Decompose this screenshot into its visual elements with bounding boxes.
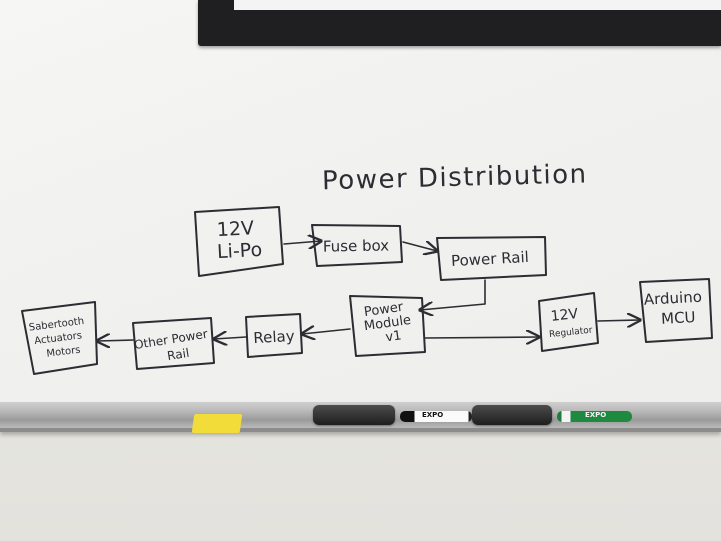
svg-text:Sabertooth Actuators: Sabertooth Actuators Motors — [28, 316, 91, 362]
node-fusebox: Fuse box — [311, 224, 403, 267]
whiteboard — [0, 0, 721, 405]
arrow-lipo-to-fusebox — [283, 241, 321, 244]
node-relay-label: Relay — [253, 327, 295, 347]
green-marker-brand: EXPO — [585, 411, 607, 419]
svg-text:Power Module v: Power Module v1 — [361, 298, 418, 348]
svg-text:Arduino MCU: Arduino MCU — [643, 287, 708, 328]
node-sabertooth: Sabertooth Actuators Motors — [21, 301, 98, 375]
marker-tray-lip — [0, 428, 721, 432]
node-relay: Relay — [245, 313, 303, 358]
node-powermodule-line3: v1 — [385, 328, 403, 345]
node-powermodule-box — [349, 295, 426, 357]
node-arduino-box — [639, 278, 713, 343]
projector-screen-housing — [198, 0, 721, 46]
node-otherrail-line2: Rail — [166, 346, 190, 363]
arrow-otherrail-to-sabertooth — [97, 340, 134, 341]
node-relay-box — [245, 313, 303, 358]
node-sabertooth-line3: Motors — [46, 345, 81, 360]
node-fusebox-box — [311, 224, 403, 267]
yellow-sponge — [191, 414, 243, 433]
node-powerrail: Power Rail — [436, 236, 547, 281]
node-lipo: 12V Li-Po — [194, 206, 284, 277]
node-lipo-box — [194, 206, 284, 277]
green-marker — [557, 411, 632, 422]
node-otherrail: Other Power Rail — [132, 317, 215, 370]
node-regulator: 12V Regulator — [538, 292, 599, 352]
node-otherrail-box — [132, 317, 215, 370]
node-powermodule-line1: Power — [363, 300, 405, 320]
node-powerrail-box — [436, 236, 547, 281]
node-powermodule: Power Module v1 — [349, 295, 426, 357]
node-regulator-line2: Regulator — [549, 326, 594, 341]
node-regulator-line1: 12V — [550, 306, 579, 325]
diagram-title: Power Distribution — [322, 159, 588, 196]
svg-text:12V Regulator: 12V Regulator — [546, 302, 593, 340]
arrow-powerrail-to-powermodule — [420, 279, 486, 310]
svg-text:Other Power Rail: Other Power Rail — [133, 326, 215, 368]
arrow-powermodule-to-relay — [302, 329, 351, 334]
node-lipo-line1: 12V — [216, 217, 254, 241]
node-powerrail-label: Power Rail — [451, 248, 530, 270]
node-fusebox-label: Fuse box — [323, 236, 390, 255]
eraser-left — [313, 405, 395, 425]
black-marker — [400, 411, 472, 422]
node-arduino: Arduino MCU — [639, 278, 713, 343]
svg-text:12V Li-Po: 12V Li-Po — [215, 217, 262, 263]
arrow-powermodule-to-regulator — [424, 337, 539, 338]
node-regulator-box — [538, 292, 599, 352]
arrow-relay-to-otherrail — [214, 337, 247, 339]
eraser-right — [472, 405, 552, 425]
node-arduino-line1: Arduino — [643, 288, 702, 309]
node-arduino-line2: MCU — [661, 308, 696, 328]
node-powermodule-line2: Module — [363, 313, 412, 334]
black-marker-brand: EXPO — [422, 411, 444, 419]
arrow-regulator-to-arduino — [597, 320, 640, 321]
arrow-fusebox-to-powerrail — [402, 242, 437, 251]
node-lipo-line2: Li-Po — [216, 239, 262, 263]
node-sabertooth-box — [21, 301, 98, 375]
